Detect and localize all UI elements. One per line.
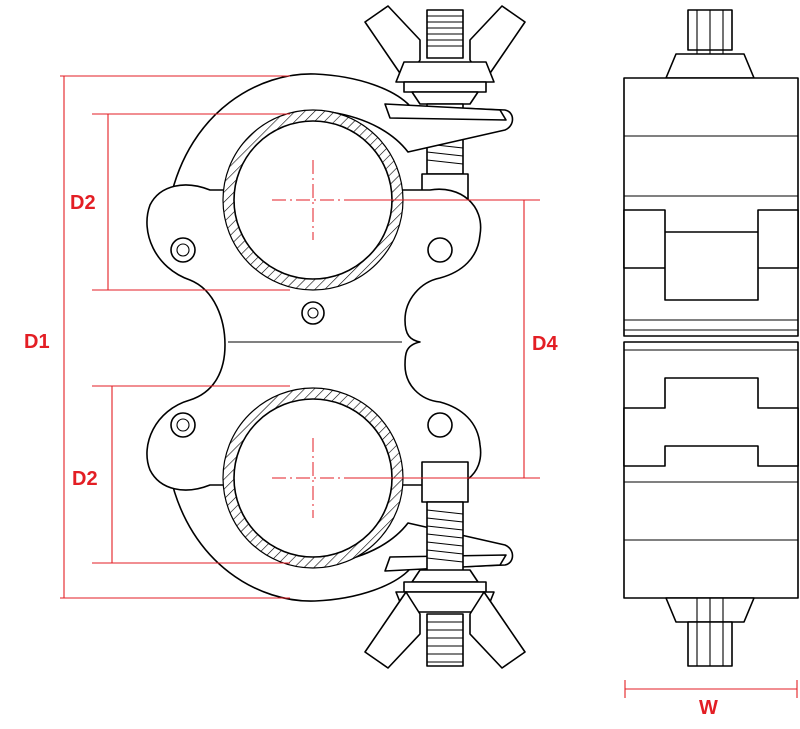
w-label: W: [699, 697, 718, 719]
bottom-tube-section: [222, 387, 404, 569]
d1-label: D1: [24, 331, 50, 353]
dimension-annotations: D1 D2 D2 D4 W: [24, 75, 798, 719]
front-view: [146, 5, 526, 669]
side-view: [623, 9, 799, 667]
coupler-body-plate: [146, 184, 482, 491]
d2-bottom-label: D2: [72, 468, 98, 490]
top-tube-section: [222, 109, 404, 291]
d2-top-label: D2: [70, 192, 96, 214]
hinge-pins: [170, 237, 453, 438]
side-bottom-bolt: [665, 597, 755, 667]
side-top-bolt: [665, 9, 755, 79]
top-wing-nut: [364, 5, 526, 105]
bottom-bolt: [421, 461, 469, 573]
d4-label: D4: [532, 333, 558, 355]
bottom-wing-nut: [364, 569, 526, 669]
